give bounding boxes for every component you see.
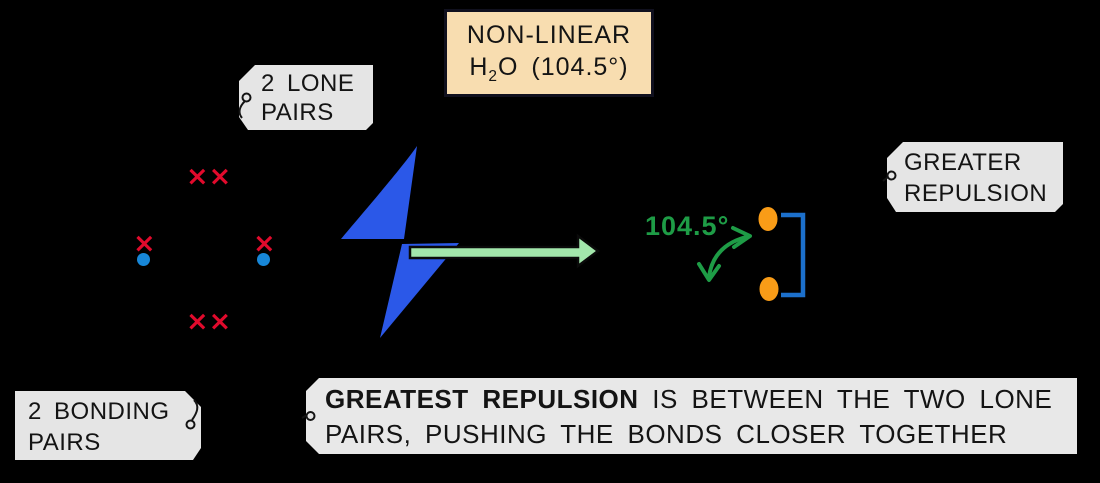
greater-repulsion-tag: GREATER REPULSION [887,142,1063,212]
left-bond-electron-dot [137,253,150,266]
lone-pairs-tag: 2 LONE PAIRS [239,65,373,130]
lightning-bolt-lower-icon [380,243,459,338]
top-lone-pair-crosses: ×× [186,161,232,192]
bonding-pairs-tag-line1: 2 BONDING [28,398,170,425]
lone-pairs-tag-line1: 2 LONE [261,70,355,97]
caption-box: GREATEST REPULSION IS BETWEEN THE TWO LO… [306,378,1077,454]
angle-arc-arrow [707,235,748,279]
nonlinear-note-title: NON-LINEAR [466,21,632,49]
nonlinear-note-box: NON-LINEAR H2O (104.5°) [444,9,654,97]
repulsion-bracket [781,212,806,298]
formula-h: H [469,53,489,81]
formula-rest: O (104.5°) [498,53,629,81]
bond-angle-value: 104.5° [645,211,730,241]
right-bond-cross: × [253,228,276,259]
water-formula: H2O (104.5°) [447,51,651,93]
result-arrow-icon [408,233,601,269]
bottom-lone-pair-crosses: ×× [186,306,232,337]
hydrogen-atom-bottom [759,277,779,301]
greater-repulsion-tag-line2: REPULSION [904,180,1048,207]
left-bond-cross: × [133,228,156,259]
caption-line2: PAIRS, PUSHING THE BONDS CLOSER TOGETHER [325,419,1008,449]
caption-line1-rest: IS BETWEEN THE TWO LONE [638,384,1053,414]
lightning-bolt-upper-icon [341,146,417,239]
greater-repulsion-tag-line1: GREATER [904,149,1022,176]
bonding-pairs-tag-line2: PAIRS [28,429,101,456]
lone-pairs-tag-line2: PAIRS [261,99,334,126]
caption-bold-text: GREATEST REPULSION [325,384,639,414]
formula-subscript: 2 [488,68,499,85]
hydrogen-atom-top [758,207,778,231]
angle-arc-arrowhead-right [731,226,752,249]
caption-line1: GREATEST REPULSION IS BETWEEN THE TWO LO… [325,382,1077,417]
bonding-pairs-tag: 2 BONDING PAIRS [15,391,201,460]
angle-arc-arrowhead-down [697,262,721,282]
right-bond-electron-dot [257,253,270,266]
